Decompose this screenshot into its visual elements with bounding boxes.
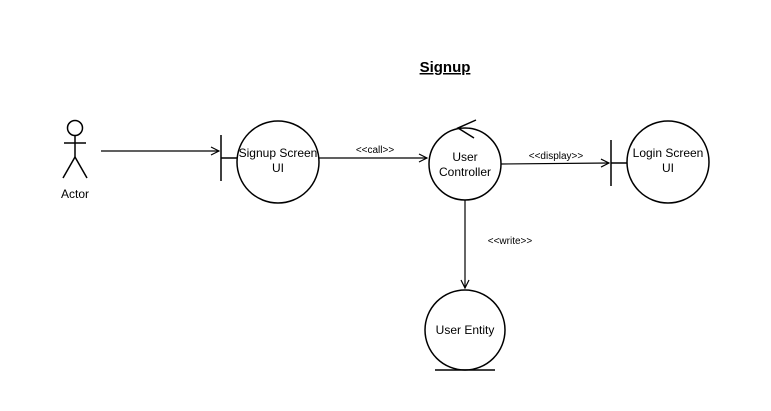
actor-icon (62, 119, 88, 179)
user-controller-label-line1: User (452, 150, 477, 164)
signup-screen-label-line1: Signup Screen (239, 146, 318, 160)
edge-controller-to-login (500, 163, 609, 164)
actor[interactable]: Actor (61, 119, 89, 202)
login-screen-boundary[interactable]: Login Screen UI (610, 120, 710, 204)
user-controller-control[interactable]: User Controller (428, 119, 502, 201)
actor-label: Actor (61, 187, 89, 201)
login-screen-label-line1: Login Screen (633, 146, 704, 160)
user-controller-label-line2: Controller (439, 165, 491, 179)
signup-screen-boundary[interactable]: Signup Screen UI (220, 120, 320, 204)
control-arrow-icon (456, 119, 477, 139)
user-entity[interactable]: User Entity (424, 289, 506, 371)
edge-call-label: <<call>> (356, 145, 395, 156)
login-screen-label-line2: UI (662, 161, 674, 175)
user-entity-label: User Entity (436, 323, 495, 337)
edge-write-label: <<write>> (488, 236, 533, 247)
diagram-title: Signup (420, 59, 471, 76)
edge-display-label: <<display>> (529, 151, 584, 162)
signup-screen-label-line2: UI (272, 161, 284, 175)
